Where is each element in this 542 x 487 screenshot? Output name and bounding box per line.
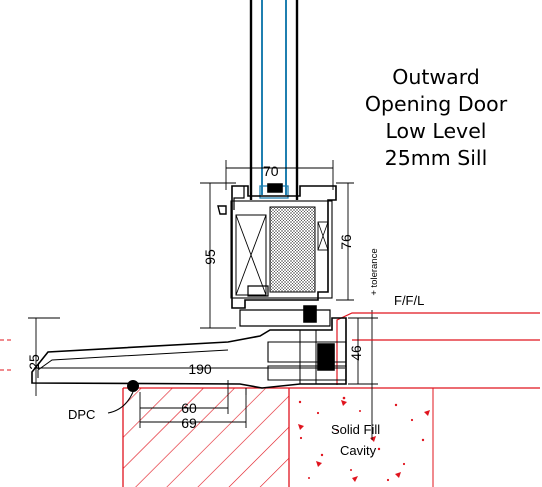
dim-sill-step: 25 [26,354,42,370]
title-line-3: Low Level [385,119,487,143]
dim-brick-offset-a: 60 [181,400,197,416]
glazing-unit [249,0,299,200]
dpc-label: DPC [68,407,95,422]
dim-brick-offset-b: 69 [181,415,197,431]
dim-sill-depth: 190 [188,361,212,377]
finished-floor-level-lines [336,312,540,385]
title-line-4: 25mm Sill [384,146,488,170]
drawing-title: Outward Opening Door Low Level 25mm Sill [336,64,536,172]
ffl-label: F/F/L [394,293,424,308]
tolerance-label: + tolerance [369,248,380,295]
dimension-lines [28,160,378,428]
solid-fill-label: Solid Fill [331,422,380,437]
dim-frame-height: 95 [202,249,218,265]
sill-profile [31,305,347,395]
solid-fill-cavity [298,388,434,487]
dim-glazing-width: 70 [263,163,279,179]
door-sash-profile [217,183,337,309]
dpc-membrane [107,380,139,414]
cavity-label: Cavity [340,443,377,458]
title-line-2: Opening Door [364,92,508,116]
dim-sash-height: 76 [338,234,354,250]
dim-sill-height: 46 [348,345,364,361]
title-line-1: Outward [392,65,480,89]
external-brick-wall [122,387,540,487]
